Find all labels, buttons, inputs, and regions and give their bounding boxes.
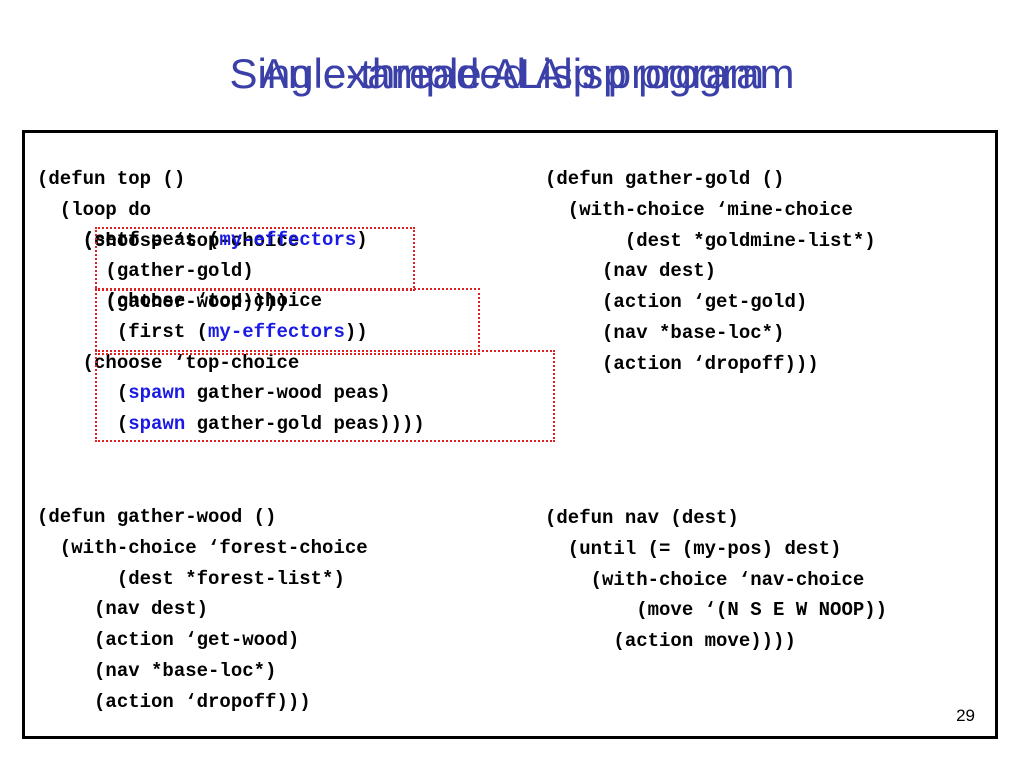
code-gather-wood-function: (defun gather-wood () (with-choice ‘fore…	[37, 502, 368, 718]
code-line: (with-choice ‘nav-choice	[545, 568, 865, 591]
code-line: (until (= (my-pos) dest)	[545, 537, 842, 560]
highlight-box-peas	[95, 227, 415, 291]
code-line: (nav *base-loc*)	[37, 659, 277, 682]
code-line: (spawn gather-gold peas))))	[37, 413, 425, 436]
code-overlay-block-2: (choose ‘top-choice (first (my-effectors…	[37, 286, 425, 440]
code-line: (with-choice ‘forest-choice	[37, 536, 368, 559]
highlight-box-spawn	[95, 350, 555, 442]
keyword-my-effectors: my-effectors	[208, 320, 345, 343]
code-line: (nav dest)	[545, 260, 717, 283]
code-line: (first (my-effectors))	[37, 320, 368, 343]
code-nav-function: (defun nav (dest) (until (= (my-pos) des…	[545, 503, 887, 657]
code-line: (action move))))	[545, 630, 796, 653]
slide-title: An example ALisp program Single-threaded…	[0, 44, 1024, 104]
code-line: (choose ‘top-choice	[37, 290, 323, 312]
code-line: (action ‘dropoff)))	[545, 352, 819, 375]
keyword-my-effectors: my-effectors	[219, 229, 357, 251]
code-line: (nav *base-loc*)	[545, 321, 785, 344]
slide-title-front: Single-threaded Alisp program	[229, 50, 795, 97]
code-line: (dest *goldmine-list*)	[545, 229, 876, 252]
code-line: (defun gather-wood ()	[37, 506, 277, 528]
code-line: (choose ‘top-choice	[37, 351, 300, 374]
code-panel	[22, 130, 998, 739]
code-gather-gold-function: (defun gather-gold () (with-choice ‘mine…	[545, 164, 876, 380]
page-number: 29	[956, 706, 975, 725]
code-line: (setf peas (my-effectors)	[37, 229, 368, 251]
code-line: (dest *forest-list*)	[37, 567, 345, 590]
code-overlay-block: (setf peas (my-effectors)	[37, 225, 368, 256]
code-line: (gather-gold)	[37, 260, 254, 283]
keyword-spawn: spawn	[128, 413, 186, 436]
highlight-box-choose	[95, 288, 480, 355]
slide-title-back: An example ALisp program	[259, 50, 765, 97]
code-line: (action ‘get-gold)	[545, 291, 808, 314]
code-line: (defun gather-gold ()	[545, 168, 785, 190]
code-line: (nav dest)	[37, 598, 209, 621]
code-top-function: (defun top () (loop do (choose ‘top-choi…	[37, 164, 299, 318]
code-line: (choose ‘top-choice	[37, 229, 300, 252]
code-line: (action ‘dropoff)))	[37, 690, 311, 713]
code-line: (with-choice ‘mine-choice	[545, 198, 853, 221]
code-line: (defun top ()	[37, 168, 186, 190]
code-line: (spawn gather-wood peas)	[37, 382, 391, 405]
keyword-spawn: spawn	[128, 382, 186, 405]
code-line: (defun nav (dest)	[545, 507, 739, 529]
code-line: (move ‘(N S E W NOOP))	[545, 599, 888, 622]
code-line: (gather-wood))))	[37, 291, 288, 314]
code-line: (action ‘get-wood)	[37, 629, 300, 652]
code-line: (loop do	[37, 198, 152, 221]
